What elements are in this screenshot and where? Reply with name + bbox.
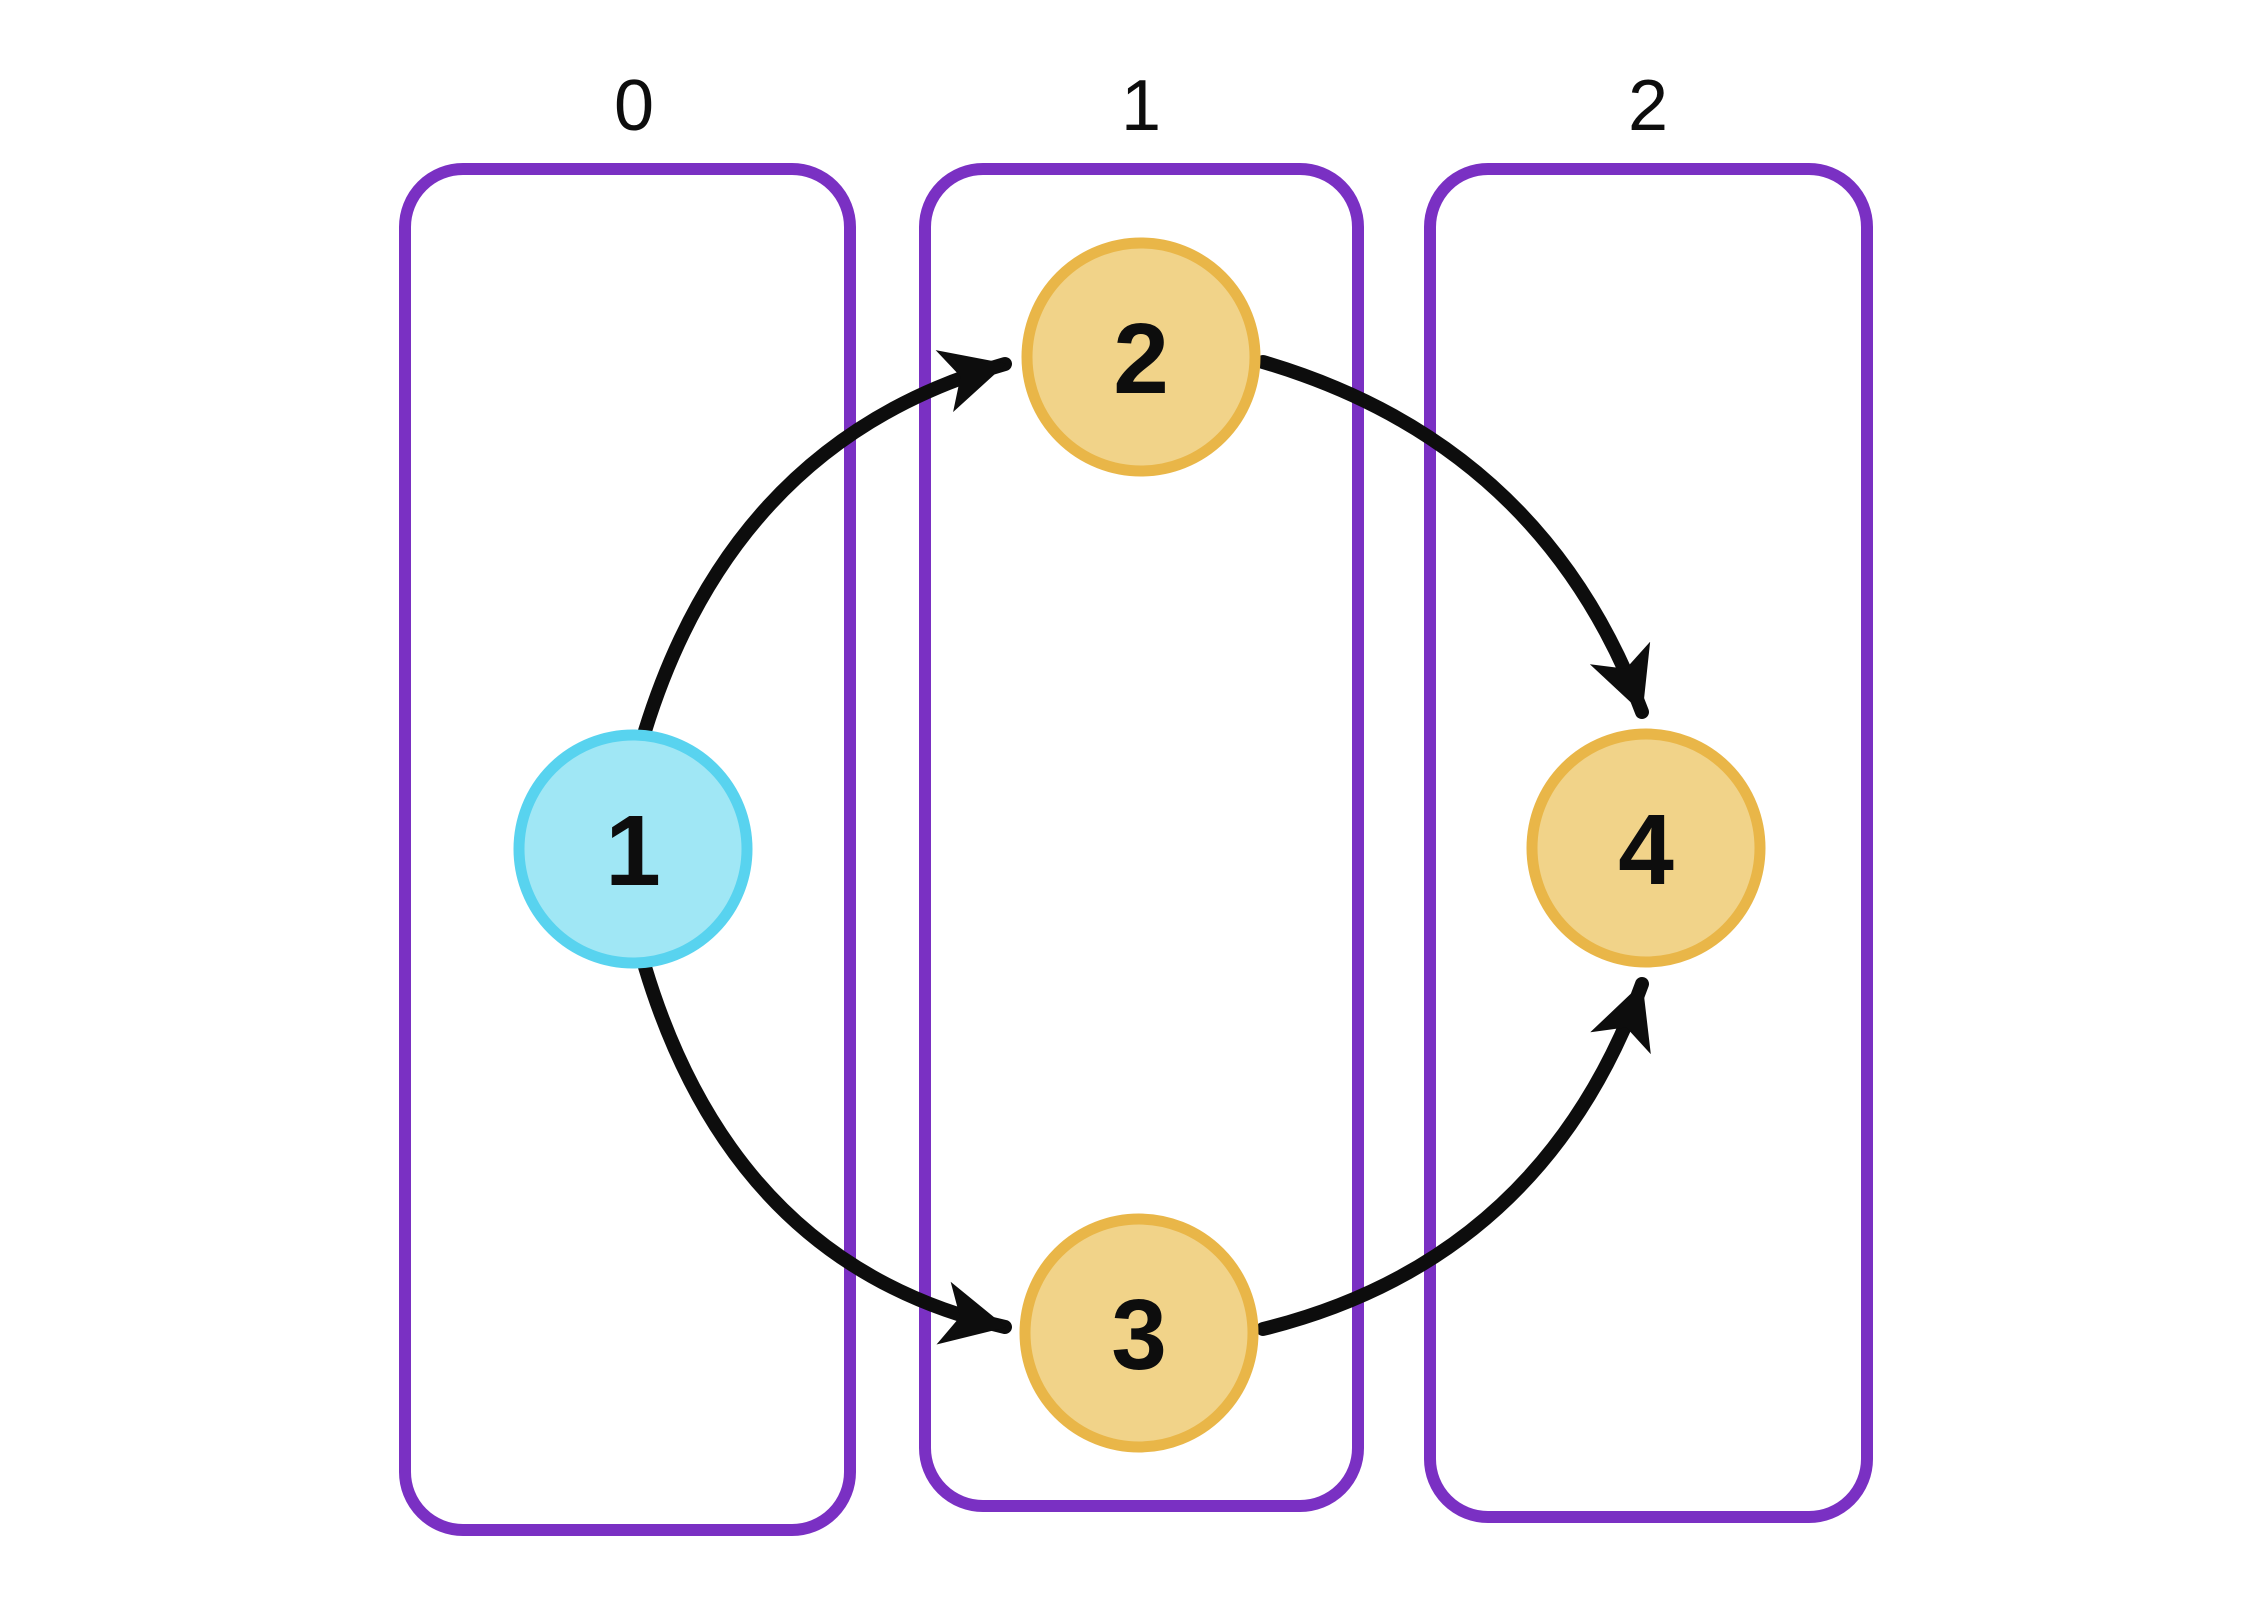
edge-1-2 (638, 350, 1012, 738)
edge-3-4 (1256, 977, 1651, 1336)
edges (638, 350, 1651, 1345)
node-1-label: 1 (605, 795, 661, 907)
column-label-1: 1 (1121, 66, 1161, 146)
node-2: 2 (1021, 237, 1261, 477)
node-3-circle (1019, 1213, 1259, 1453)
nodes: 1 2 3 4 (513, 237, 1766, 1453)
node-1: 1 (513, 729, 753, 969)
node-2-circle (1021, 237, 1261, 477)
columns: 0 1 2 (399, 66, 1873, 1536)
node-2-label: 2 (1113, 303, 1169, 415)
column-label-0: 0 (614, 66, 654, 146)
node-3: 3 (1019, 1213, 1259, 1453)
column-rect-2 (1424, 163, 1873, 1523)
column-rect-0 (399, 163, 856, 1536)
edge-2-4 (1256, 355, 1651, 719)
node-4-circle (1526, 728, 1766, 968)
column-rect-1 (919, 163, 1364, 1512)
node-4: 4 (1526, 728, 1766, 968)
node-4-label: 4 (1618, 794, 1674, 906)
node-1-circle (513, 729, 753, 969)
edge-1-3 (638, 960, 1012, 1345)
column-label-2: 2 (1628, 66, 1668, 146)
node-3-label: 3 (1111, 1279, 1167, 1391)
